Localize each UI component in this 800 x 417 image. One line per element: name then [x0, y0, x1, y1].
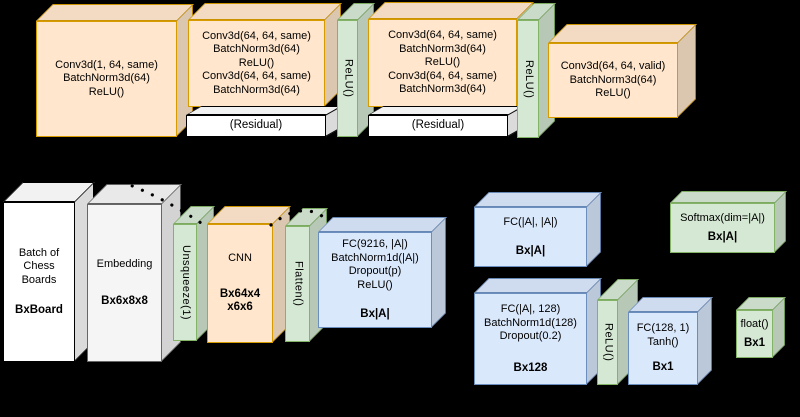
residual-tag-2-label: (Residual) — [411, 119, 465, 132]
conv-out-label: Conv3d(64, 64, valid) BatchNorm3d(64) Re… — [560, 60, 666, 100]
box-front-face: ReLU() — [597, 300, 618, 385]
fc-value-dim: Bx128 — [513, 361, 548, 374]
box-side-face — [586, 192, 601, 267]
softmax-dim: Bx|A| — [707, 231, 738, 243]
bar-top-face — [186, 106, 342, 115]
fc-policy-dim: Bx|A| — [515, 244, 546, 257]
box-top-face — [188, 3, 342, 20]
embedding-dim: Bx6x8x8 — [101, 295, 148, 307]
box-side-face — [431, 217, 446, 328]
box-top-face — [670, 191, 787, 203]
fc-shared-label: FC(9216, |A|) BatchNorm1d(|A|) Dropout(p… — [331, 238, 419, 291]
fc-value-label: FC(|A|, 128) BatchNorm1d(128) Dropout(0.… — [484, 303, 577, 342]
box-front-face: Embedding Bx6x8x8 — [87, 204, 162, 362]
box-front-face: Batch of Chess Boards BxBoard — [3, 202, 75, 362]
box-front-face: float() Bx1 — [736, 310, 773, 358]
bar-front-face: (Residual) — [368, 115, 508, 137]
cnn-label: CNN — [228, 252, 252, 265]
float-label: float() — [740, 318, 769, 330]
box-front-face: Softmax(dim=|A|) Bx|A| — [670, 203, 775, 253]
box-front-face: Conv3d(64, 64, valid) BatchNorm3d(64) Re… — [548, 43, 678, 118]
conv-in-label: Conv3d(1, 64, same) BatchNorm3d(64) ReLU… — [55, 58, 158, 98]
bar-top-face — [368, 106, 524, 115]
box-front-face: ReLU() — [517, 20, 539, 138]
fc-out-label: FC(128, 1) Tanh() — [636, 322, 690, 348]
box-top-face — [368, 2, 534, 19]
input-label: Batch of Chess Boards — [18, 246, 60, 286]
relu-2-label: ReLU() — [522, 59, 535, 99]
box-top-face — [474, 278, 602, 293]
relu-3-label: ReLU() — [602, 323, 615, 362]
softmax-label: Softmax(dim=|A|) — [680, 211, 765, 224]
box-top-face — [36, 4, 194, 21]
box-front-face: FC(|A|, 128) BatchNorm1d(128) Dropout(0.… — [474, 293, 587, 385]
box-front-face: Unsqueeze(1) — [173, 224, 197, 341]
float-dim: Bx1 — [743, 336, 766, 349]
bar-front-face: (Residual) — [186, 115, 326, 137]
box-front-face: Conv3d(64, 64, same) BatchNorm3d(64) ReL… — [188, 20, 325, 107]
box-top-face — [318, 217, 447, 232]
residual-block-2-label: Conv3d(64, 64, same) BatchNorm3d(64) ReL… — [388, 29, 497, 96]
box-front-face: CNN Bx64x4 x6x6 — [207, 224, 273, 343]
box-front-face: Conv3d(1, 64, same) BatchNorm3d(64) ReLU… — [36, 21, 177, 137]
box-front-face: FC(|A|, |A|) Bx|A| — [474, 207, 587, 267]
box-side-face — [697, 297, 712, 385]
fc-shared-dim: Bx|A| — [360, 308, 390, 321]
unsqueeze-label: Unsqueeze(1) — [179, 244, 192, 321]
box-front-face: FC(9216, |A|) BatchNorm1d(|A|) Dropout(p… — [318, 232, 432, 328]
fc-out-dim: Bx1 — [652, 361, 674, 374]
box-top-face — [474, 192, 602, 207]
box-front-face: Conv3d(64, 64, same) BatchNorm3d(64) ReL… — [368, 19, 517, 107]
box-top-face — [548, 24, 697, 43]
relu-1-label: ReLU() — [342, 59, 355, 98]
residual-tag-1-label: (Residual) — [229, 119, 283, 132]
input-dim: BxBoard — [15, 304, 63, 316]
box-side-face — [772, 297, 785, 358]
box-front-face: ReLU() — [337, 20, 358, 137]
flatten-label: Flatten() — [292, 261, 305, 307]
residual-block-1-label: Conv3d(64, 64, same) BatchNorm3d(64) ReL… — [202, 29, 311, 96]
fc-policy-label: FC(|A|, |A|) — [503, 216, 558, 228]
box-side-face — [774, 191, 786, 253]
embedding-label: Embedding — [96, 257, 153, 270]
box-front-face: FC(128, 1) Tanh() Bx1 — [628, 312, 698, 385]
box-front-face: Flatten() — [285, 226, 310, 342]
cnn-dim: Bx64x4 x6x6 — [219, 287, 261, 314]
